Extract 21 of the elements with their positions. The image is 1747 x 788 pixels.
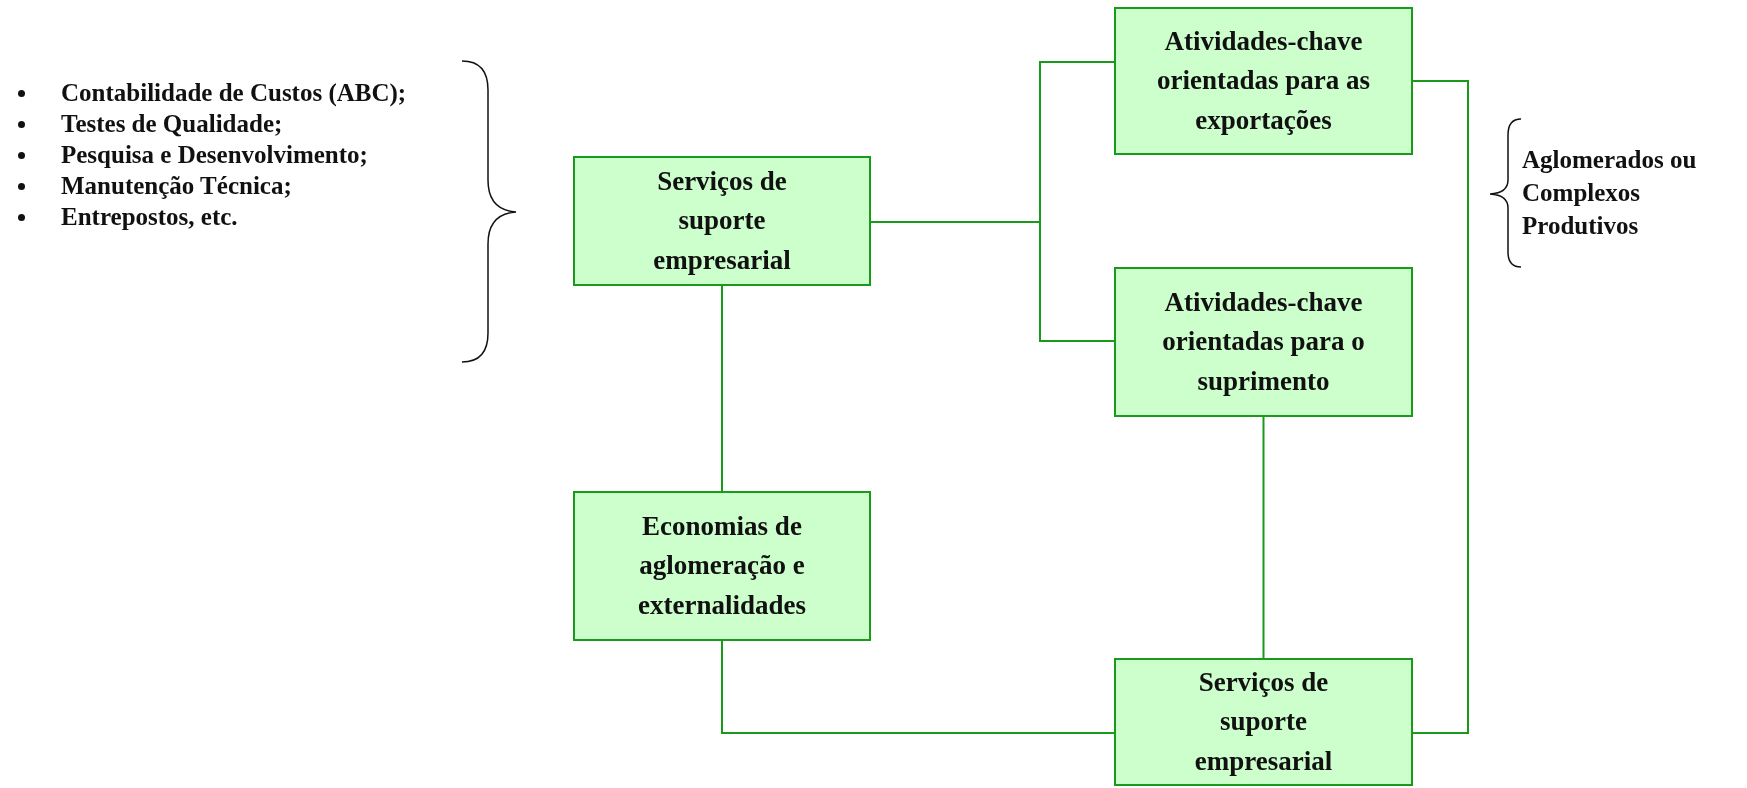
- process-box: [573, 156, 871, 286]
- box-label: Atividades-chave orientadas para o suprimento: [1161, 286, 1366, 398]
- process-box: [1114, 7, 1413, 155]
- box-label: Economias de aglomeração e externalidades: [637, 510, 807, 622]
- brace-label: Aglomerados ou Complexos Produtivos: [1522, 145, 1698, 241]
- box-label: Serviços de suporte empresarial: [1193, 666, 1334, 778]
- process-box: [573, 491, 871, 641]
- bullet-item: Manutenção Técnica;: [61, 171, 293, 201]
- bullet-item: Testes de Qualidade;: [61, 109, 284, 139]
- box-label: Serviços de suporte empresarial: [652, 165, 792, 277]
- process-box: [1114, 267, 1413, 417]
- process-box: [1114, 658, 1413, 786]
- bullet-item: Contabilidade de Custos (ABC);: [61, 78, 408, 108]
- connector-line: [721, 640, 1115, 734]
- connector-line: [721, 285, 723, 492]
- connector-line: [1412, 80, 1469, 734]
- bullet-item: Entrepostos, etc.: [61, 202, 239, 232]
- box-label: Atividades-chave orientadas para as exportações: [1156, 25, 1371, 137]
- connector-line: [1262, 416, 1265, 659]
- connector-line: [870, 221, 1115, 342]
- bullet-item: Pesquisa e Desenvolvimento;: [61, 140, 369, 170]
